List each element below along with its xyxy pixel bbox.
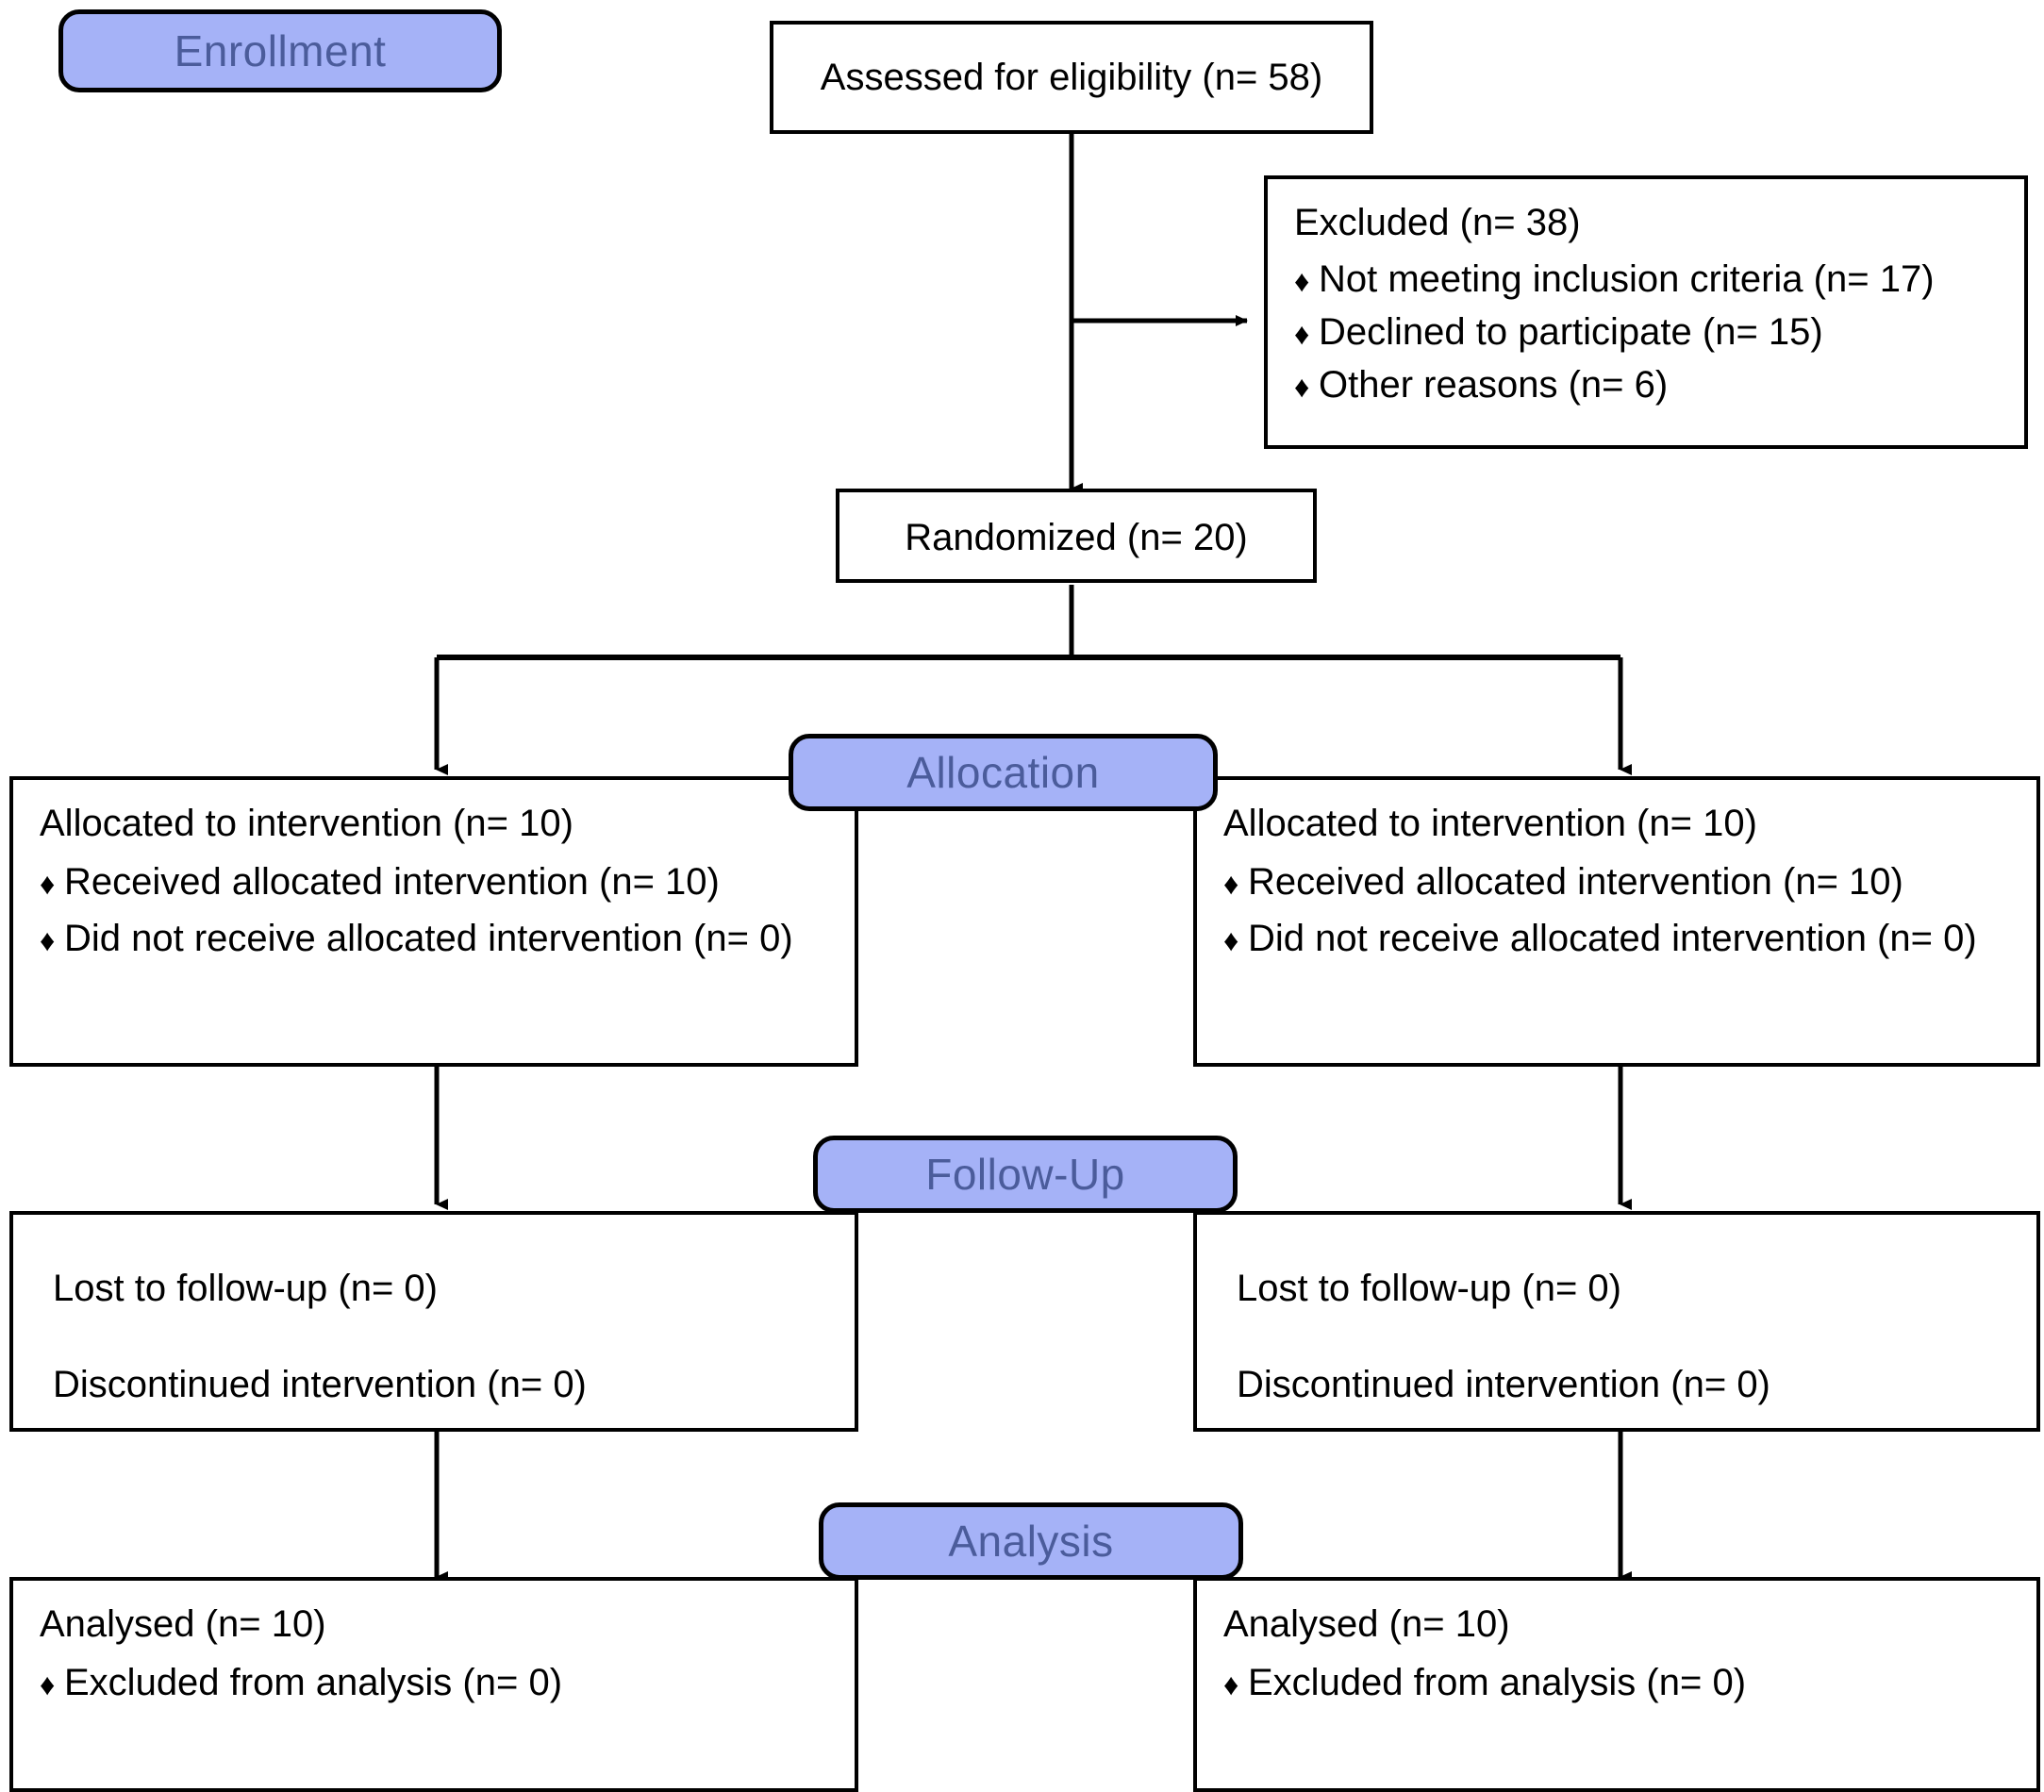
banner-followup: Follow-Up [813, 1136, 1238, 1213]
box-allocation-left: Allocated to intervention (n= 10) ♦ Rece… [9, 776, 858, 1067]
banner-analysis-label: Analysis [948, 1517, 1114, 1566]
allocation-left-heading: Allocated to intervention (n= 10) [40, 803, 573, 844]
excluded-reason-row: ♦ Not meeting inclusion criteria (n= 17) [1294, 260, 2024, 298]
diamond-bullet-icon: ♦ [1223, 1668, 1239, 1701]
allocation-right-item-row: ♦ Did not receive allocated intervention… [1223, 920, 2036, 957]
allocation-right-item-label: Did not receive allocated intervention (… [1248, 918, 1977, 959]
allocation-left-item-label: Received allocated intervention (n= 10) [64, 861, 720, 903]
banner-allocation-label: Allocation [906, 748, 1100, 797]
followup-right-discontinued-label: Discontinued intervention (n= 0) [1237, 1364, 1770, 1405]
banner-analysis: Analysis [819, 1502, 1243, 1580]
analysis-left-item-label: Excluded from analysis (n= 0) [64, 1662, 563, 1703]
diamond-bullet-icon: ♦ [40, 1668, 56, 1701]
allocation-right-item-row: ♦ Received allocated intervention (n= 10… [1223, 863, 2036, 901]
allocation-left-item-row: ♦ Did not receive allocated intervention… [40, 920, 855, 957]
box-followup-left: Lost to follow-up (n= 0) Discontinued in… [9, 1211, 858, 1432]
box-randomized: Randomized (n= 20) [836, 489, 1317, 583]
box-analysis-right: Analysed (n= 10) ♦ Excluded from analysi… [1193, 1577, 2040, 1792]
followup-right-lost-label: Lost to follow-up (n= 0) [1237, 1268, 1621, 1309]
analysis-right-item-row: ♦ Excluded from analysis (n= 0) [1223, 1664, 2036, 1701]
box-excluded: Excluded (n= 38) ♦ Not meeting inclusion… [1264, 175, 2028, 449]
diamond-bullet-icon: ♦ [1223, 867, 1239, 901]
assessed-label: Assessed for eligibility (n= 58) [820, 57, 1323, 98]
excluded-reason-label: Declined to participate (n= 15) [1319, 311, 1823, 353]
excluded-reason-row: ♦ Declined to participate (n= 15) [1294, 313, 2024, 351]
excluded-heading: Excluded (n= 38) [1294, 202, 1581, 243]
allocation-right-item-label: Received allocated intervention (n= 10) [1248, 861, 1903, 903]
randomized-label: Randomized (n= 20) [905, 517, 1248, 558]
box-followup-right: Lost to follow-up (n= 0) Discontinued in… [1193, 1211, 2040, 1432]
diamond-bullet-icon: ♦ [1294, 317, 1310, 351]
analysis-right-item-label: Excluded from analysis (n= 0) [1248, 1662, 1747, 1703]
banner-enrollment: Enrollment [58, 9, 502, 92]
allocation-left-item-label: Did not receive allocated intervention (… [64, 918, 793, 959]
banner-followup-label: Follow-Up [925, 1150, 1125, 1199]
banner-allocation: Allocation [789, 734, 1218, 811]
analysis-left-item-row: ♦ Excluded from analysis (n= 0) [40, 1664, 855, 1701]
analysis-left-heading: Analysed (n= 10) [40, 1603, 326, 1645]
allocation-right-heading: Allocated to intervention (n= 10) [1223, 803, 1757, 844]
diamond-bullet-icon: ♦ [40, 923, 56, 957]
diamond-bullet-icon: ♦ [1294, 370, 1310, 404]
followup-left-lost-label: Lost to follow-up (n= 0) [53, 1268, 438, 1309]
excluded-reason-label: Other reasons (n= 6) [1319, 364, 1669, 406]
followup-left-discontinued-label: Discontinued intervention (n= 0) [53, 1364, 587, 1405]
box-assessed-for-eligibility: Assessed for eligibility (n= 58) [770, 21, 1373, 134]
allocation-left-item-row: ♦ Received allocated intervention (n= 10… [40, 863, 855, 901]
diamond-bullet-icon: ♦ [1294, 264, 1310, 298]
box-allocation-right: Allocated to intervention (n= 10) ♦ Rece… [1193, 776, 2040, 1067]
diamond-bullet-icon: ♦ [1223, 923, 1239, 957]
banner-enrollment-label: Enrollment [174, 26, 387, 75]
excluded-reason-row: ♦ Other reasons (n= 6) [1294, 366, 2024, 404]
box-analysis-left: Analysed (n= 10) ♦ Excluded from analysi… [9, 1577, 858, 1792]
excluded-reason-label: Not meeting inclusion criteria (n= 17) [1319, 258, 1935, 300]
diamond-bullet-icon: ♦ [40, 867, 56, 901]
analysis-right-heading: Analysed (n= 10) [1223, 1603, 1510, 1645]
